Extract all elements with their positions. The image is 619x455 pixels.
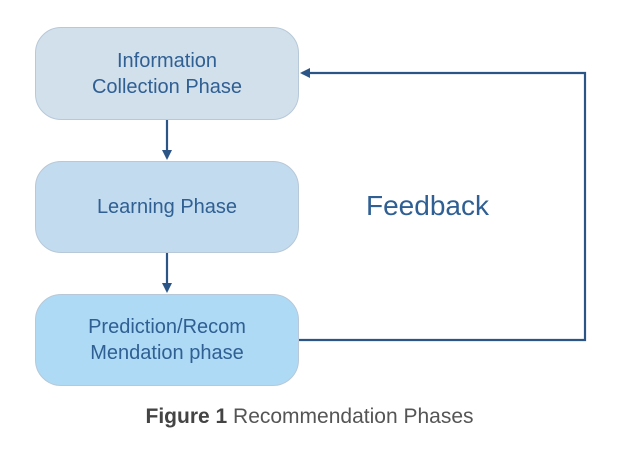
prediction-recommendation-phase-box: Prediction/Recom Mendation phase <box>35 294 299 386</box>
phase-1-line-1: Information <box>116 49 218 72</box>
feedback-label: Feedback <box>366 190 489 221</box>
phase-1-line-2: Collection Phase <box>91 75 243 98</box>
phase-3-line-2: Mendation phase <box>90 342 244 364</box>
figure-caption-label: Figure 1 <box>145 405 228 428</box>
figure-caption: Figure 1 Recommendation Phases <box>0 405 619 429</box>
information-collection-phase-box: Information Collection Phase <box>35 27 299 120</box>
figure-caption-text: Recommendation Phases <box>233 405 474 428</box>
feedback-loop-arrow <box>299 68 587 342</box>
phase-3-line-1: Prediction/Recom <box>88 316 246 338</box>
phase-2-line-1: Learning Phase <box>96 196 238 218</box>
learning-phase-box: Learning Phase <box>35 161 299 253</box>
